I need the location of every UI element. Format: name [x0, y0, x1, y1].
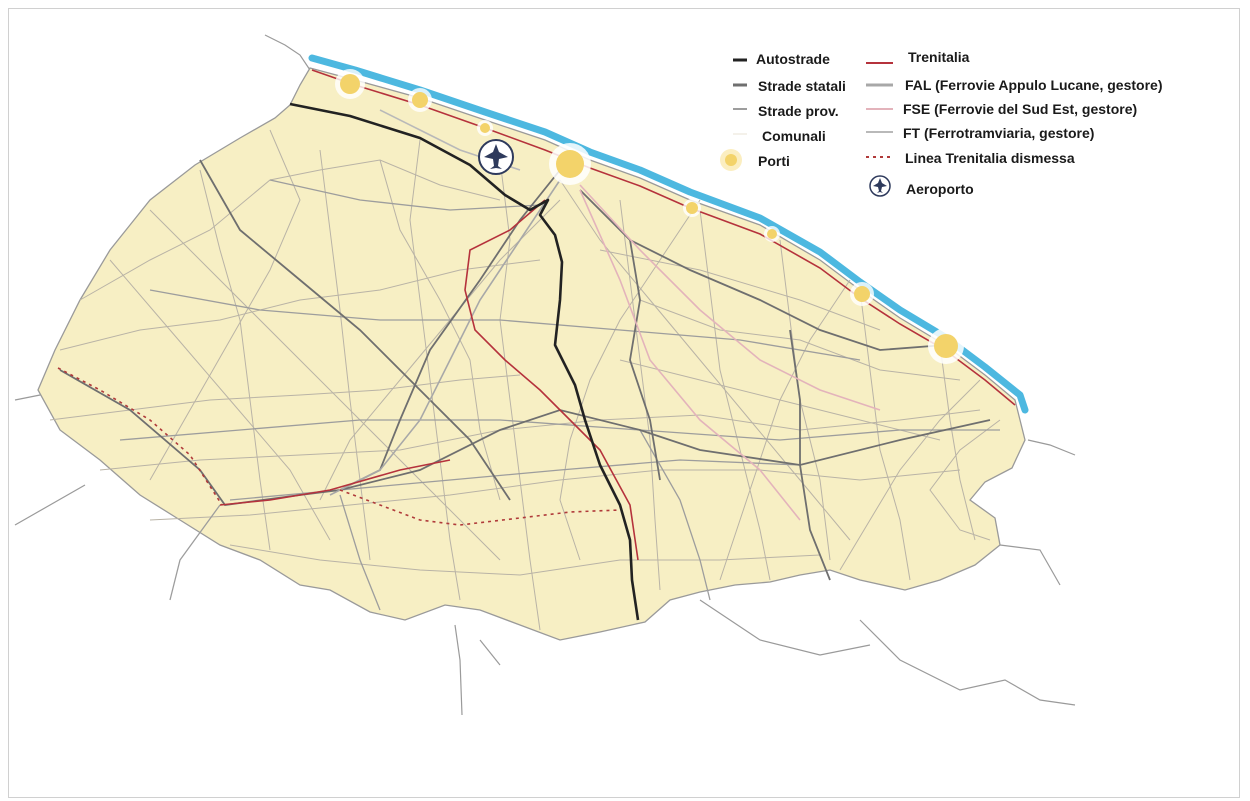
porto-icon: [408, 88, 432, 112]
coastline: [308, 54, 1029, 414]
porto-icon: [764, 226, 780, 242]
legend-label-fse: FSE (Ferrovie del Sud Est, gestore): [903, 101, 1138, 117]
legend-label-ft: FT (Ferrotramviaria, gestore): [903, 125, 1095, 141]
porto-icon: [335, 69, 365, 99]
legend-label-provinciali: Strade prov.: [758, 103, 839, 119]
legend-label-dismessa: Linea Trenitalia dismessa: [905, 150, 1075, 166]
legend-symbols: [720, 58, 893, 197]
road-network-minor: [49, 129, 1001, 631]
rail-network-secondary: [329, 109, 881, 521]
legend-label-aeroporto: Aeroporto: [906, 181, 974, 197]
porto-icon: [683, 199, 701, 217]
rail-dismessa: [57, 367, 621, 526]
porto-icon: [477, 120, 493, 136]
porto-icon: [928, 328, 964, 364]
external-boundaries: [14, 34, 1076, 716]
legend-label-porti: Porti: [758, 153, 790, 169]
legend-label-fal: FAL (Ferrovie Appulo Lucane, gestore): [905, 77, 1163, 93]
legend-label-autostrade: Autostrade: [756, 51, 830, 67]
legend-airplane-icon: [869, 175, 891, 197]
legend-porto-icon: [720, 149, 742, 171]
legend-label-trenitalia: Trenitalia: [908, 49, 970, 65]
legend-label-statali: Strade statali: [758, 78, 846, 94]
legend-label-comunali: Comunali: [762, 128, 826, 144]
airplane-icon: [478, 139, 514, 175]
ports: [335, 69, 964, 364]
porto-icon: [850, 282, 874, 306]
land-region: [37, 67, 1026, 641]
porto-icon: [549, 143, 591, 185]
highway-autostrada: [289, 102, 640, 621]
